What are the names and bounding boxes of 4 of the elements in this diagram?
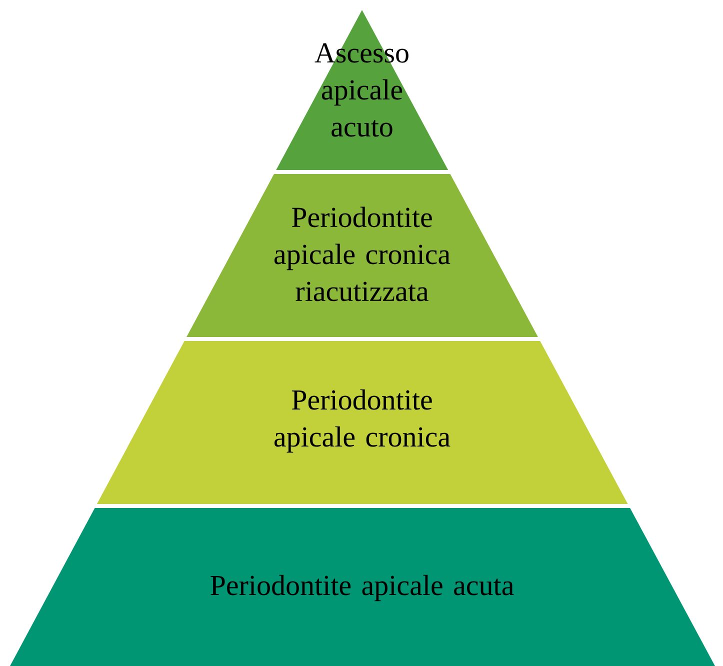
pyramid-level: Periodontite apicale cronica riacutizzata (186, 174, 538, 337)
pyramid-level: Ascesso apicale acuto (276, 10, 448, 170)
pyramid-level: Periodontite apicale acuta (10, 508, 715, 666)
pyramid-level: Periodontite apicale cronica (96, 340, 628, 504)
